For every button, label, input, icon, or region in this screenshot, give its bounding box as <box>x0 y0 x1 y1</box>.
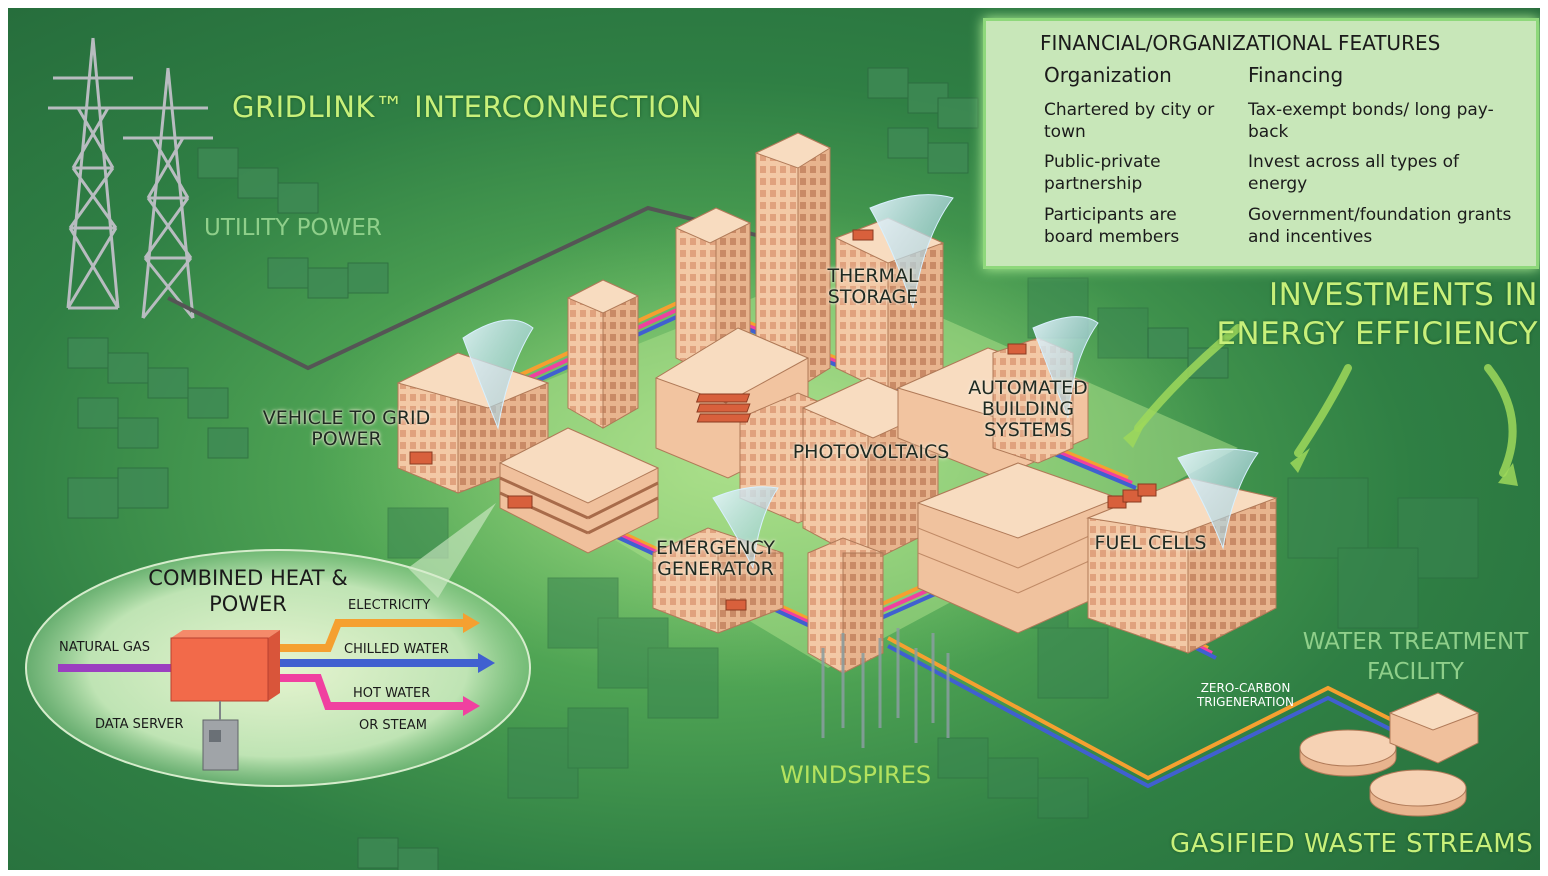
zero-carbon-label: ZERO-CARBON TRIGENERATION <box>1196 681 1295 710</box>
or-steam-label: OR STEAM <box>359 718 427 733</box>
financial-features-panel: FINANCIAL/ORGANIZATIONAL FEATURES Organi… <box>983 18 1539 269</box>
organization-cell: Public-private partnership <box>1044 152 1161 195</box>
emergency-generator-label: EMERGENCY GENERATOR <box>655 537 776 580</box>
gridlink-label: GRIDLINK™ INTERCONNECTION <box>232 90 703 124</box>
windspires <box>821 628 950 748</box>
natural-gas-label: NATURAL GAS <box>59 640 151 655</box>
solar-panels <box>409 229 1157 611</box>
utility-power-label: UTILITY POWER <box>204 215 382 241</box>
diagram-artwork <box>25 37 1518 870</box>
chp-title: COMBINED HEAT & POWER <box>148 566 348 617</box>
financing-cell: Government/foundation grants and incenti… <box>1248 205 1512 248</box>
wind-sails <box>462 194 1259 570</box>
financing-cell: Tax-exempt bonds/ long pay-back <box>1248 100 1494 143</box>
chp-callout <box>408 503 496 598</box>
financing-header: Financing <box>1248 63 1344 87</box>
organization-cell: Chartered by city or town <box>1044 100 1215 143</box>
chp-diagram <box>58 613 495 771</box>
photovoltaics-label: PHOTOVOLTAICS <box>792 441 950 463</box>
background-houses <box>67 67 1229 870</box>
water-treatment-label: WATER TREATMENT FACILITY <box>1302 629 1529 685</box>
gasified-waste-label: GASIFIED WASTE STREAMS <box>1170 829 1534 859</box>
electricity-label: ELECTRICITY <box>348 598 431 613</box>
thermal-storage-label: THERMAL STORAGE <box>827 265 919 308</box>
organization-cell: Participants are board members <box>1044 205 1180 248</box>
chilled-water-label: CHILLED WATER <box>344 642 449 657</box>
financing-cell: Invest across all types of energy <box>1248 152 1460 195</box>
vehicle-to-grid-label: VEHICLE TO GRID POWER <box>262 407 431 450</box>
fuel-cells-label: FUEL CELLS <box>1094 532 1207 554</box>
water-treatment-tanks <box>1299 692 1480 817</box>
microgrid-diagram: GRIDLINK™ INTERCONNECTION UTILITY POWER … <box>8 8 1540 870</box>
transmission-towers <box>48 37 213 319</box>
hot-water-label: HOT WATER <box>353 686 431 701</box>
organization-header: Organization <box>1044 63 1172 87</box>
data-server-label: DATA SERVER <box>95 717 184 732</box>
investments-label: INVESTMENTS IN ENERGY EFFICIENCY <box>1216 277 1538 352</box>
investment-arrowheads <box>1123 418 1518 486</box>
buildings <box>396 132 1278 674</box>
windspires-label: WINDSPIRES <box>780 761 932 789</box>
investment-arrows <box>1134 324 1517 477</box>
automated-building-systems-label: AUTOMATED BUILDING SYSTEMS <box>968 377 1088 441</box>
financial-title: FINANCIAL/ORGANIZATIONAL FEATURES <box>1040 31 1441 55</box>
